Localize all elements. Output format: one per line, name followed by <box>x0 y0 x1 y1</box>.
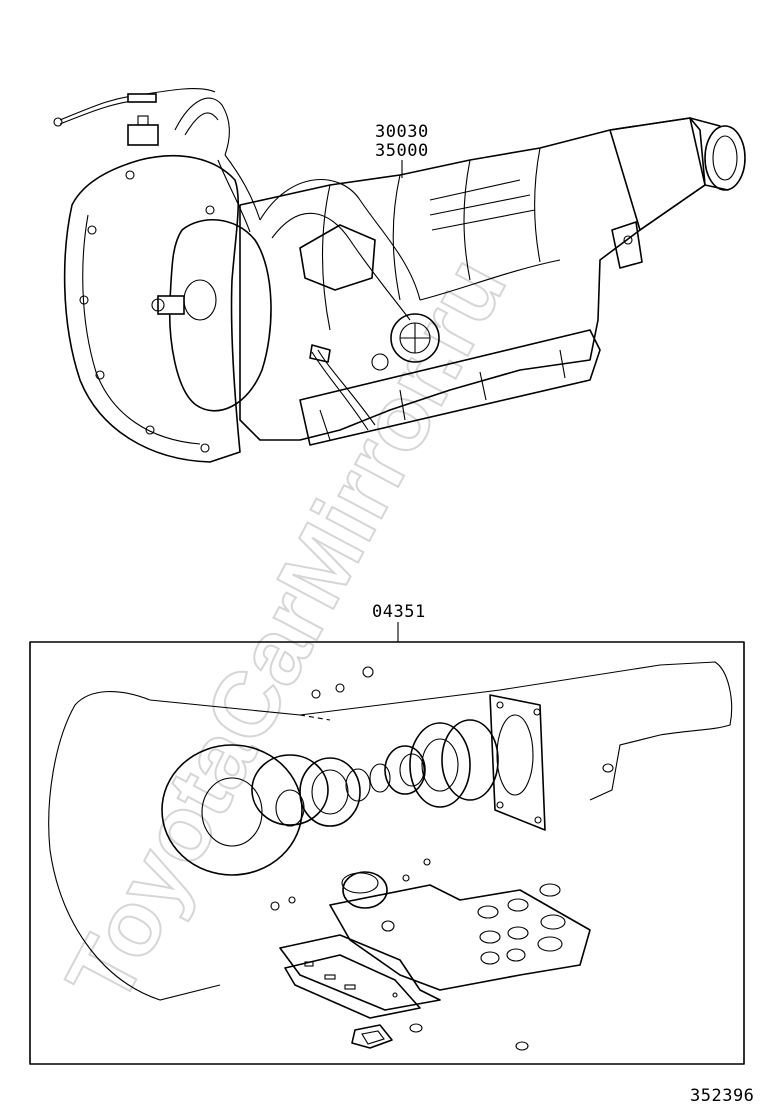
figure-number: 352396 <box>690 1086 754 1106</box>
callout-04351: 04351 <box>372 602 426 622</box>
gasket-kit-frame <box>29 641 745 1065</box>
watermark: ToyotaCarMirror.ru <box>48 242 526 1020</box>
callout-30030: 30030 <box>375 122 429 142</box>
callout-35000: 35000 <box>375 141 429 161</box>
gasket-kit-drawing <box>48 661 733 1051</box>
transmission-assembly-drawing <box>53 88 746 463</box>
